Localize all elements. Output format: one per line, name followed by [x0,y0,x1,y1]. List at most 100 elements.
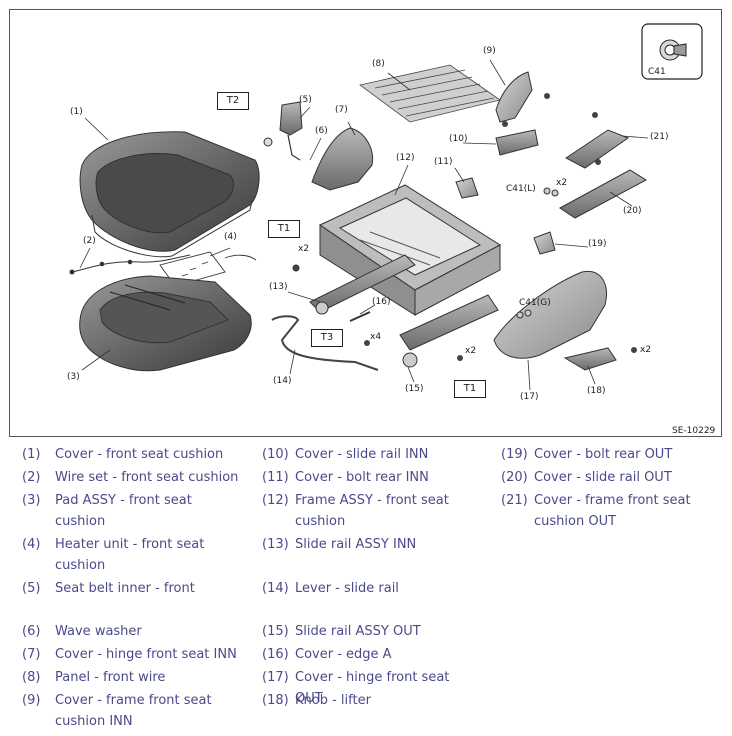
legend-text: Seat belt inner - front [55,581,195,596]
legend-text: Frame ASSY - front seat cushion [295,493,449,529]
legend-number: (4) [22,537,41,552]
callout-10: (10) [449,134,468,144]
edge-cover-a [349,311,371,322]
quantity-label: x2 [556,178,568,188]
exploded-diagram: (1) (2) (3) (4) (5) (6) (7) (8) (9) (10)… [9,9,722,437]
bolt-cover-rear-out [533,231,556,255]
lifter-knob [563,347,617,371]
diagram-drawing [69,23,703,391]
torque-tag-t2: T2 [217,92,249,110]
callout-9: (9) [483,46,496,56]
legend-text: Lever - slide rail [295,581,399,596]
diagram-id: SE-10229 [672,426,716,436]
legend-number: (7) [22,647,41,662]
torque-tag-t3: T3 [311,329,343,347]
legend-text: Wire set - front seat cushion [55,470,239,485]
quantity-label: x2 [640,345,652,355]
legend-text: Knob - lifter [295,693,371,708]
callout-11: (11) [434,157,453,167]
wire-set [69,254,191,275]
legend-text: Cover - slide rail INN [295,447,429,462]
quantity-label: x2 [465,346,477,356]
callout-5: (5) [299,95,312,105]
legend-text: Cover - bolt rear INN [295,470,429,485]
bolt [544,93,550,99]
legend-text: Cover - front seat cushion [55,447,224,462]
callout-4: (4) [224,232,237,242]
clip-c41l [543,187,559,197]
legend-number: (15) [262,624,289,639]
seat-cushion-pad [79,275,252,372]
frame-cover-out [565,129,630,169]
slide-rail-cover-inn [495,129,539,156]
legend-text: Slide rail ASSY OUT [295,624,421,639]
slide-rail-out [292,264,499,368]
legend-number: (21) [501,493,528,508]
seat-cushion-cover [79,131,260,258]
callout-14: (14) [273,376,292,386]
callout-20: (20) [623,206,642,216]
callout-8: (8) [372,59,385,69]
callout-13: (13) [269,282,288,292]
hinge-cover-out [493,270,607,359]
legend-number: (6) [22,624,41,639]
callout-16: (16) [372,297,391,307]
legend-text: Wave washer [55,624,142,639]
slide-rail-inn [309,254,416,315]
legend-number: (1) [22,447,41,462]
seat-frame-assy [318,184,501,316]
torque-tag-t1: T1 [454,380,486,398]
callout-18: (18) [587,386,606,396]
quantity-label: x4 [370,332,382,342]
legend-number: (8) [22,670,41,685]
clip-label-c41g: C41(G) [519,298,551,308]
frame-cover-inn [495,71,533,123]
clip-label-c41l: C41(L) [506,184,536,194]
clip-c41g [516,309,532,319]
callout-1: (1) [70,107,83,117]
quantity-label: x2 [298,244,310,254]
inset-label: C41 [648,67,666,77]
hinge-cover-inn [311,127,374,191]
legend-number: (2) [22,470,41,485]
legend-number: (19) [501,447,528,462]
parts-legend: (1) Cover - front seat cushion (2) Wire set… [0,441,732,736]
slide-rail-lever [271,315,379,371]
legend-number: (14) [262,581,289,596]
legend-number: (16) [262,647,289,662]
legend-text: Cover - hinge front seat INN [55,647,237,662]
callout-3: (3) [67,372,80,382]
wave-washer [263,137,273,147]
callout-2: (2) [83,236,96,246]
torque-tag-t1: T1 [268,220,300,238]
callout-7: (7) [335,105,348,115]
legend-number: (13) [262,537,289,552]
callout-19: (19) [588,239,607,249]
legend-text: Panel - front wire [55,670,166,685]
legend-number: (10) [262,447,289,462]
callout-12: (12) [396,153,415,163]
legend-number: (5) [22,581,41,596]
legend-number: (18) [262,693,289,708]
legend-number: (17) [262,670,289,685]
seat-belt-inner [279,101,303,161]
slide-rail-cover-out [559,169,647,219]
bolt-cover-rear-inn [455,177,479,199]
legend-text: Pad ASSY - front seat cushion [55,493,192,529]
panel-front-wire [359,64,501,123]
legend-text: Cover - edge A [295,647,392,662]
legend-number: (3) [22,493,41,508]
legend-text: Cover - hinge front seat OUT [295,670,450,706]
callout-6: (6) [315,126,328,136]
leader-lines [79,59,649,391]
legend-number: (9) [22,693,41,708]
callout-15: (15) [405,384,424,394]
legend-text: Slide rail ASSY INN [295,537,417,552]
legend-text: Cover - frame front seat cushion INN [55,693,212,729]
legend-text: Cover - frame front seat cushion OUT [534,493,691,529]
callout-21: (21) [650,132,669,142]
legend-number: (20) [501,470,528,485]
clip-icon [641,23,703,80]
callout-17: (17) [520,392,539,402]
legend-text: Heater unit - front seat cushion [55,537,205,573]
